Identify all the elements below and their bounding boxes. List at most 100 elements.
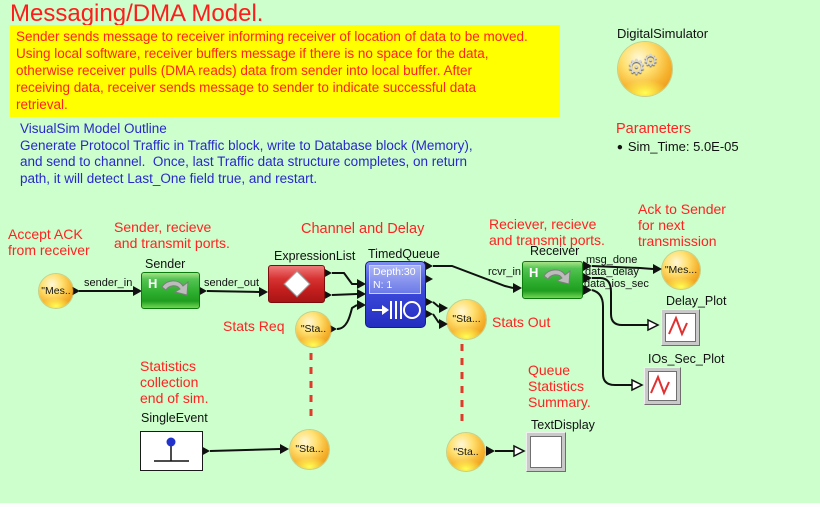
wires (79, 265, 654, 452)
wire-singleevent (209, 448, 281, 452)
node-sta-bottom-left[interactable]: "Sta... (290, 430, 329, 469)
node-sta-out[interactable]: "Sta... (447, 300, 486, 339)
wire-el-to-tq-1 (332, 272, 357, 285)
port-tq-out1 (424, 261, 433, 271)
sender-label: Sender (145, 257, 186, 271)
plot-icon (665, 313, 696, 342)
digital-simulator-block[interactable]: ⚙ ⚙ (618, 42, 672, 96)
annotation-stats-out: Stats Out (492, 314, 551, 330)
annotation-receiver-ports: Reciever, recieve and transmit ports. (489, 216, 605, 248)
parameter-sim-time: ●Sim_Time: 5.0E-05 (616, 139, 739, 154)
canvas-bottom-edge (0, 503, 820, 507)
page-title: Messaging/DMA Model. (10, 0, 264, 27)
port-mes-left-out (71, 286, 80, 296)
expression-list-block[interactable] (268, 265, 325, 303)
node-sta-bottom-right[interactable]: "Sta.. (447, 433, 485, 471)
node-mes-left[interactable]: "Mes.. (39, 274, 73, 308)
swoosh-arrow-icon (543, 269, 571, 285)
port-sender-out (198, 286, 207, 296)
timed-queue-label: TimedQueue (368, 247, 440, 261)
port-el-in (259, 287, 268, 297)
plot-icon (648, 371, 677, 401)
port-sta-br-out (486, 446, 495, 456)
port-label-data-delay: data_delay (585, 266, 639, 278)
port-label-msg-done: msg_done (586, 254, 638, 266)
swoosh-arrow-icon (161, 280, 189, 296)
port-tq-in3 (357, 300, 366, 310)
port-singleevent-out (201, 446, 210, 456)
wire-tq-to-staout-2 (432, 313, 440, 324)
queue-n-text: N: 1 (373, 279, 393, 291)
single-event-icon (154, 437, 189, 462)
sim-time-value: Sim_Time: 5.0E-05 (627, 139, 739, 154)
text-display-block[interactable] (526, 432, 566, 472)
bullet-icon: ● (616, 140, 624, 153)
wire-stareq-to-tq (336, 304, 358, 330)
text-display-screen (530, 436, 562, 468)
delay-plot-label: Delay_Plot (666, 294, 727, 308)
arrow-into-delay-plot (647, 318, 660, 332)
diamond-icon (283, 270, 310, 298)
port-el-out1 (323, 268, 332, 278)
wire-sender-out (206, 290, 260, 293)
port-tq-out4 (424, 309, 433, 319)
port-rcvr-in (513, 283, 522, 293)
single-event-block[interactable] (140, 431, 203, 471)
arrow-into-textdisplay (513, 444, 526, 458)
port-tq-in1 (357, 279, 366, 289)
queue-icon (372, 301, 421, 319)
arrow-into-mes-right (653, 264, 662, 274)
annotation-stats-collection: Statistics collection end of sim. (140, 358, 209, 406)
open-arrows (513, 318, 660, 458)
port-rcvr-out1 (583, 261, 592, 271)
h-letter: H (148, 276, 158, 291)
ios-sec-plot-block[interactable] (644, 367, 681, 405)
model-outline-text: VisualSim Model Outline Generate Protoco… (20, 121, 473, 186)
port-rcvr-out2 (583, 273, 592, 283)
port-tq-out3 (424, 297, 433, 307)
text-display-label: TextDisplay (531, 418, 595, 432)
wire-msg-done (591, 265, 654, 270)
h-letter: H (529, 265, 539, 280)
port-label-rcvr-in: rcvr_in (488, 266, 522, 278)
wire-el-to-tq-2 (331, 293, 358, 296)
timed-queue-block[interactable]: Depth:30 N: 1 (365, 261, 426, 328)
wire-data-ios-sec (591, 289, 632, 386)
port-el-out2 (323, 290, 332, 300)
digital-simulator-label: DigitalSimulator (617, 26, 709, 41)
arrow-into-staout-2 (439, 319, 448, 329)
port-rcvr-out3 (583, 285, 592, 295)
annotation-channel-delay: Channel and Delay (301, 221, 425, 237)
arrow-into-ios-plot (631, 378, 644, 392)
arrow-into-sta-bl (280, 444, 289, 454)
wire-tq-to-staout-1 (432, 301, 440, 308)
annotation-queue-stats: Queue Statistics Summary. (528, 362, 591, 410)
expression-list-label: ExpressionList (274, 249, 356, 263)
node-mes-right[interactable]: "Mes... (662, 251, 700, 289)
wire-data-delay (592, 277, 648, 326)
node-sta-req[interactable]: "Sta.. (296, 312, 331, 347)
parameters-heading: Parameters (616, 121, 691, 137)
port-tq-out2 (424, 274, 433, 284)
sender-block[interactable]: H (141, 272, 200, 309)
gear-icon: ⚙ (627, 56, 646, 79)
gear-icon: ⚙ (643, 51, 659, 70)
port-tq-in2 (357, 289, 366, 299)
queue-depth-tag: Depth:30 N: 1 (369, 265, 421, 294)
annotation-sender-ports: Sender, recieve and transmit ports. (114, 219, 230, 251)
description-note: Sender sends message to receiver informi… (10, 25, 560, 117)
delay-plot-block[interactable] (661, 309, 700, 346)
wire-tq-to-rcvr (433, 265, 514, 289)
ports (71, 261, 662, 456)
single-event-label: SingleEvent (141, 411, 208, 425)
queue-depth-text: Depth:30 (373, 266, 416, 278)
port-label-sender-in: sender_in (84, 277, 133, 289)
ios-sec-plot-label: IOs_Sec_Plot (648, 352, 725, 366)
arrow-into-staout-1 (439, 303, 448, 313)
annotation-accept-ack: Accept ACK from receiver (8, 226, 90, 258)
annotation-ack-to-sender: Ack to Sender for next transmission (638, 201, 726, 249)
dashed-links (309, 344, 464, 428)
receiver-block[interactable]: H (522, 261, 583, 299)
